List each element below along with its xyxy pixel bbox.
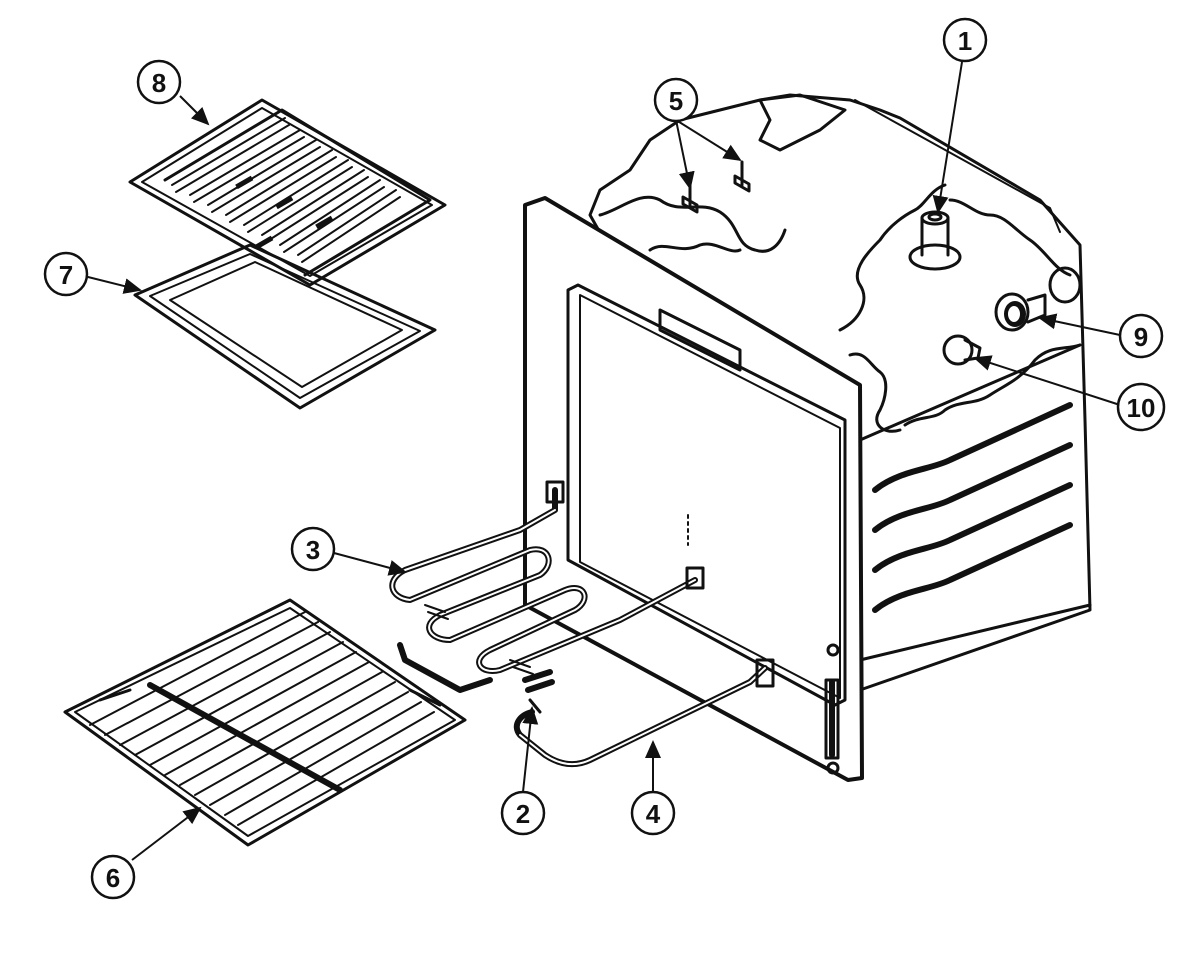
- broil-element: [513, 658, 775, 768]
- callout-9: 9: [1118, 313, 1164, 359]
- callout-label: 6: [106, 863, 120, 893]
- callout-7: 7: [43, 251, 89, 297]
- oven-front-frame: [523, 196, 864, 782]
- callout-label: 8: [152, 68, 166, 98]
- broiler-pan-insert: [128, 98, 447, 287]
- oven-light-socket: [942, 334, 982, 366]
- callout-4: 4: [630, 790, 676, 836]
- callout-label: 7: [59, 260, 73, 290]
- callout-1: 1: [942, 17, 988, 63]
- callout-label: 4: [646, 799, 661, 829]
- callout-3: 3: [290, 526, 336, 572]
- callout-10: 10: [1116, 382, 1166, 432]
- callout-label: 5: [669, 86, 683, 116]
- callout-label: 9: [1134, 322, 1148, 352]
- callout-5: 5: [653, 77, 699, 123]
- broiler-pan: [133, 243, 437, 410]
- vent-fitting: [908, 210, 962, 271]
- rack-clips: [681, 160, 751, 214]
- bake-element: [389, 480, 705, 693]
- sensor-fitting: [994, 266, 1082, 332]
- callout-label: 3: [306, 535, 320, 565]
- callout-6: 6: [90, 854, 136, 900]
- leader-lines: [83, 61, 1121, 861]
- element-bracket: [522, 669, 555, 714]
- callout-2: 2: [500, 790, 546, 836]
- callout-8: 8: [136, 59, 182, 105]
- oven-rack: [63, 598, 467, 847]
- callout-label: 1: [958, 26, 972, 56]
- callout-label: 10: [1127, 393, 1156, 423]
- callout-label: 2: [516, 799, 530, 829]
